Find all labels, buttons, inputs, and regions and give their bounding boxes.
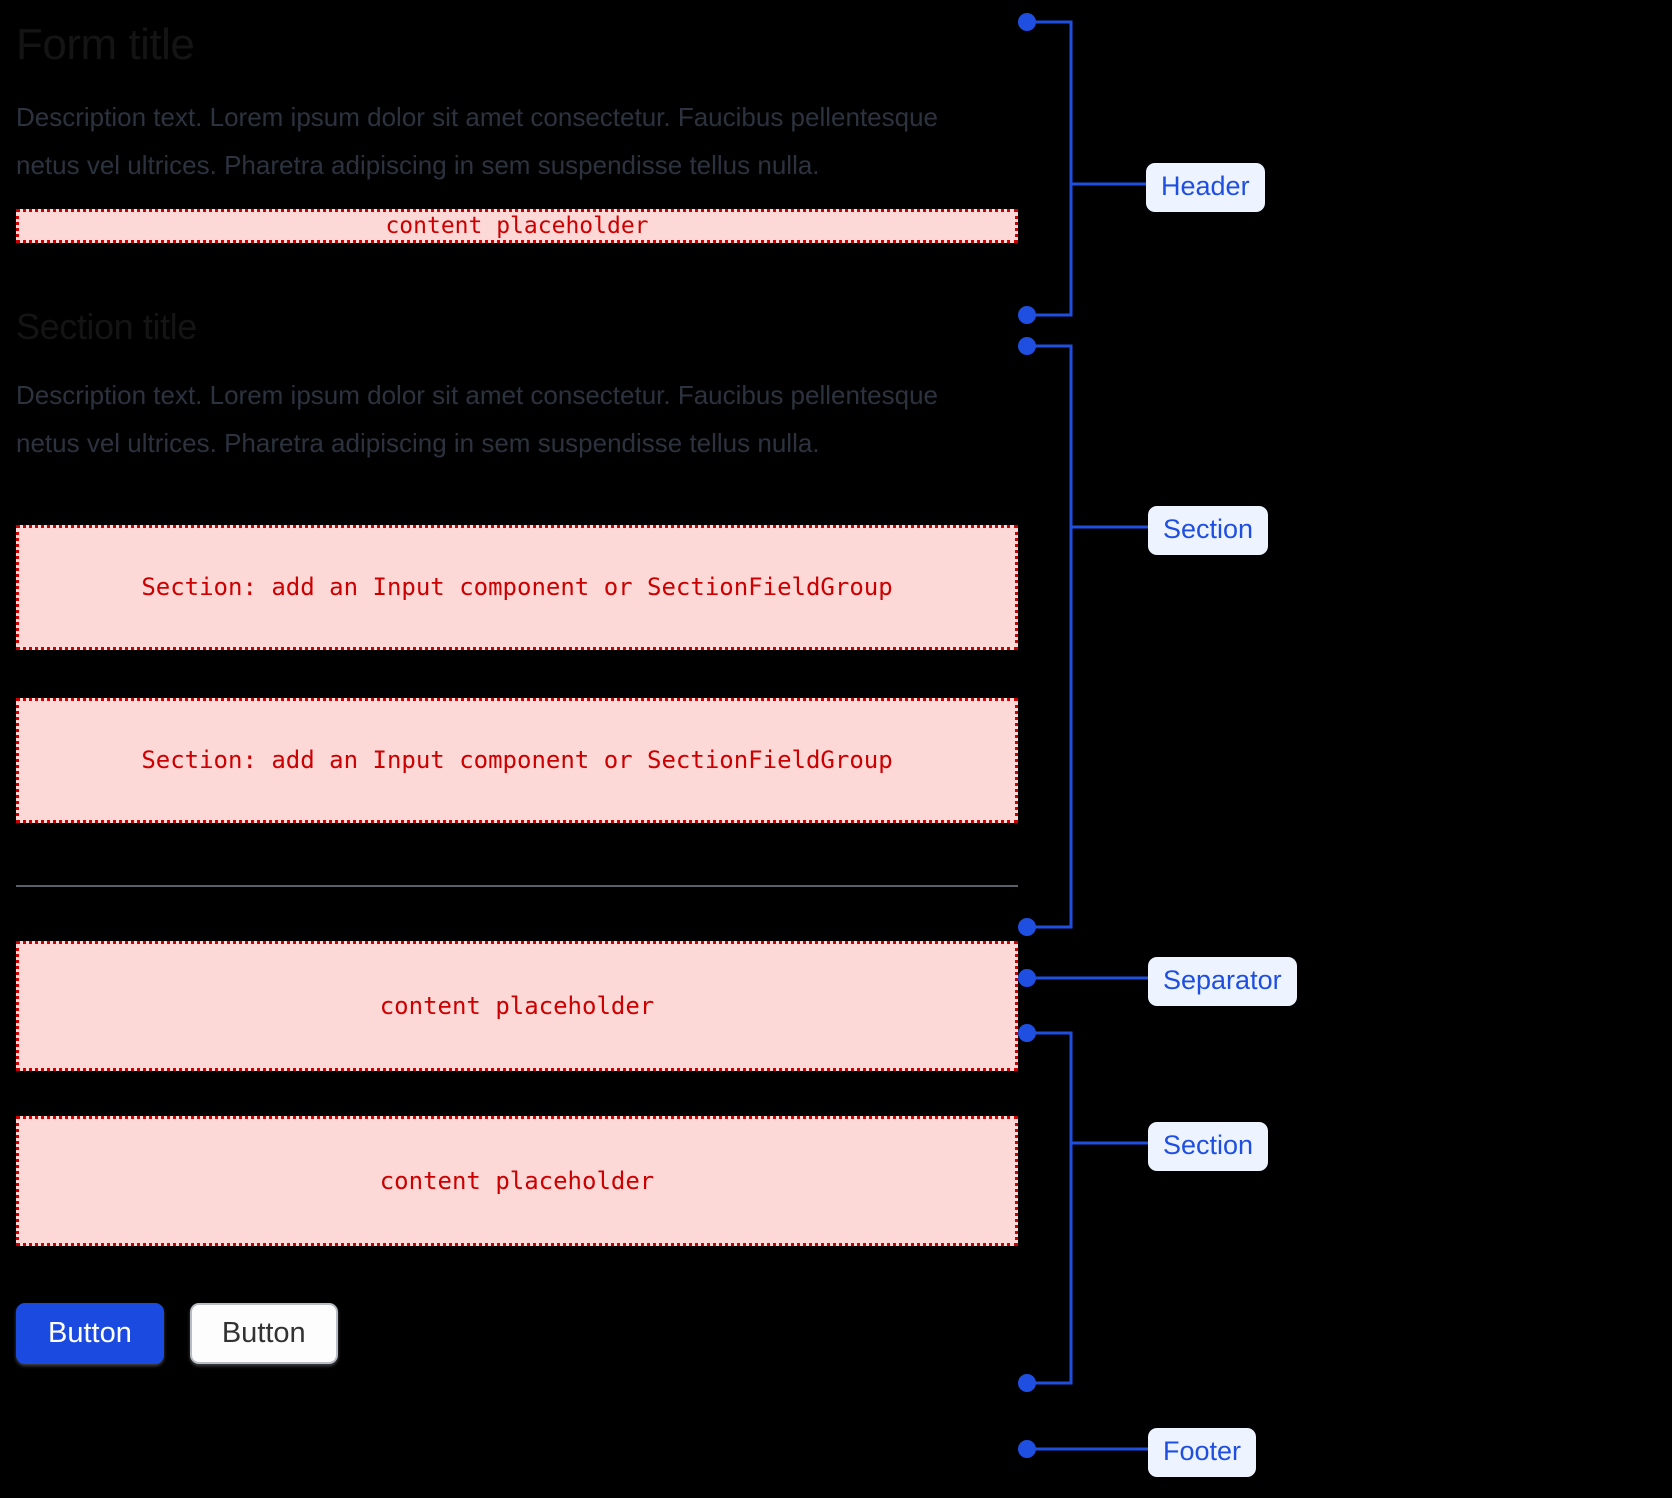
section-one-title: Section title bbox=[16, 305, 197, 347]
header-bracket-end-dot bbox=[1018, 306, 1036, 324]
footer-dot bbox=[1018, 1440, 1036, 1458]
section-two-bracket-end-dot bbox=[1018, 1374, 1036, 1392]
header-description: Description text. Lorem ipsum dolor sit … bbox=[16, 101, 939, 180]
form-column: Form title Description text. Lorem ipsum… bbox=[16, 0, 1018, 1364]
section-two-bracket-start-dot bbox=[1018, 1024, 1036, 1042]
section-two-content-placeholder[interactable]: content placeholder bbox=[16, 1115, 1018, 1246]
separator-dot bbox=[1018, 969, 1036, 987]
secondary-button[interactable]: Button bbox=[189, 1302, 338, 1364]
annotation-badge-footer[interactable]: Footer bbox=[1148, 1428, 1257, 1477]
section-field-placeholder[interactable]: Section: add an Input component or Secti… bbox=[16, 524, 1018, 650]
section-one-description: Description text. Lorem ipsum dolor sit … bbox=[16, 379, 939, 458]
annotation-badge-section-one[interactable]: Section bbox=[1148, 506, 1269, 555]
section-two-content-placeholder[interactable]: content placeholder bbox=[16, 940, 1018, 1071]
separator-rule bbox=[16, 884, 1018, 887]
section-one-bracket-end-dot bbox=[1018, 918, 1036, 936]
annotation-badge-header[interactable]: Header bbox=[1146, 163, 1265, 212]
form-footer: Button Button bbox=[16, 1302, 1018, 1364]
header-bracket bbox=[1027, 20, 1146, 317]
annotation-badge-separator[interactable]: Separator bbox=[1148, 957, 1297, 1006]
section-field-placeholder[interactable]: Section: add an Input component or Secti… bbox=[16, 697, 1018, 823]
annotation-badge-section-two[interactable]: Section bbox=[1148, 1122, 1269, 1171]
primary-button[interactable]: Button bbox=[16, 1302, 164, 1364]
page-title: Form title bbox=[16, 20, 195, 69]
section-one-bracket-start-dot bbox=[1018, 337, 1036, 355]
section-two-bracket bbox=[1027, 1031, 1148, 1385]
header-content-placeholder[interactable]: content placeholder bbox=[16, 208, 1018, 243]
section-two: content placeholder content placeholder bbox=[16, 940, 1018, 1246]
section-one-bracket bbox=[1027, 344, 1148, 929]
section-one: Section title Description text. Lorem ip… bbox=[16, 306, 1018, 823]
header-bracket-start-dot bbox=[1018, 13, 1036, 31]
form-header: Form title Description text. Lorem ipsum… bbox=[16, 0, 1018, 243]
